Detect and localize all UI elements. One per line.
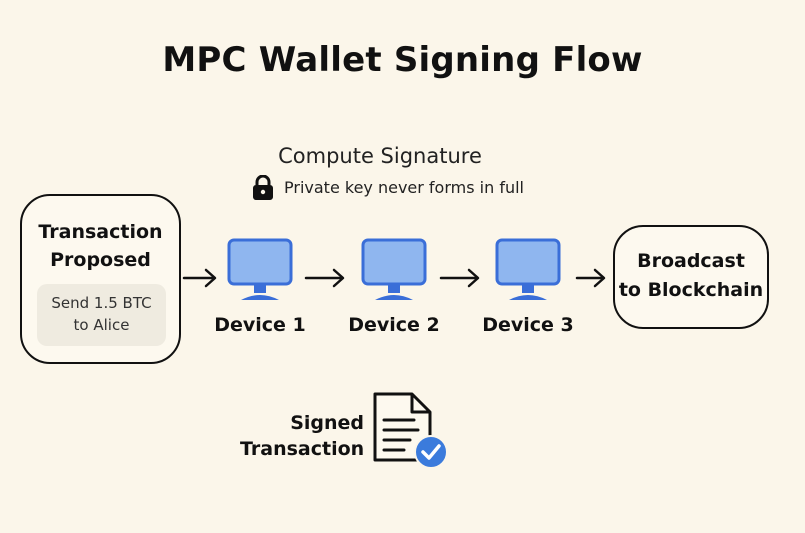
signed-line2: Transaction — [240, 438, 365, 460]
private-key-note: Private key never forms in full — [252, 175, 524, 200]
arrow-device2-to-device3 — [439, 268, 480, 288]
signed-document-icon — [373, 392, 448, 469]
compute-signature-title: Compute Signature — [278, 144, 482, 168]
lock-icon — [253, 175, 273, 200]
arrow-device1-to-device2 — [304, 268, 345, 288]
monitor-icon — [495, 238, 561, 300]
check-badge-icon — [414, 435, 448, 469]
transaction-proposed-title: Transaction Proposed — [22, 218, 179, 274]
broadcast-title: Broadcast to Blockchain — [615, 247, 767, 305]
broadcast-line2: to Blockchain — [618, 279, 764, 301]
transaction-detail: Send 1.5 BTC to Alice — [37, 284, 166, 346]
transaction-title-line2: Proposed — [50, 249, 151, 271]
device-2: Device 2 — [339, 238, 449, 336]
diagram-title: MPC Wallet Signing Flow — [162, 40, 643, 80]
broadcast-box: Broadcast to Blockchain — [613, 225, 769, 329]
device-1-label: Device 1 — [214, 314, 306, 336]
transaction-proposed-box: Transaction Proposed Send 1.5 BTC to Ali… — [20, 194, 181, 364]
device-3: Device 3 — [473, 238, 583, 336]
transaction-detail-line1: Send 1.5 BTC — [51, 294, 152, 312]
device-1: Device 1 — [205, 238, 315, 336]
arrow-tx-to-device1 — [182, 268, 217, 288]
device-2-label: Device 2 — [348, 314, 440, 336]
monitor-icon — [361, 238, 427, 300]
device-3-label: Device 3 — [482, 314, 574, 336]
signed-line1: Signed — [290, 412, 364, 434]
transaction-title-line1: Transaction — [38, 221, 163, 243]
arrow-device3-to-broadcast — [575, 268, 606, 288]
broadcast-line1: Broadcast — [637, 250, 745, 272]
transaction-detail-line2: to Alice — [73, 316, 130, 334]
monitor-icon — [227, 238, 293, 300]
private-key-note-text: Private key never forms in full — [284, 178, 524, 197]
signed-transaction-label: Signed Transaction — [240, 410, 364, 462]
